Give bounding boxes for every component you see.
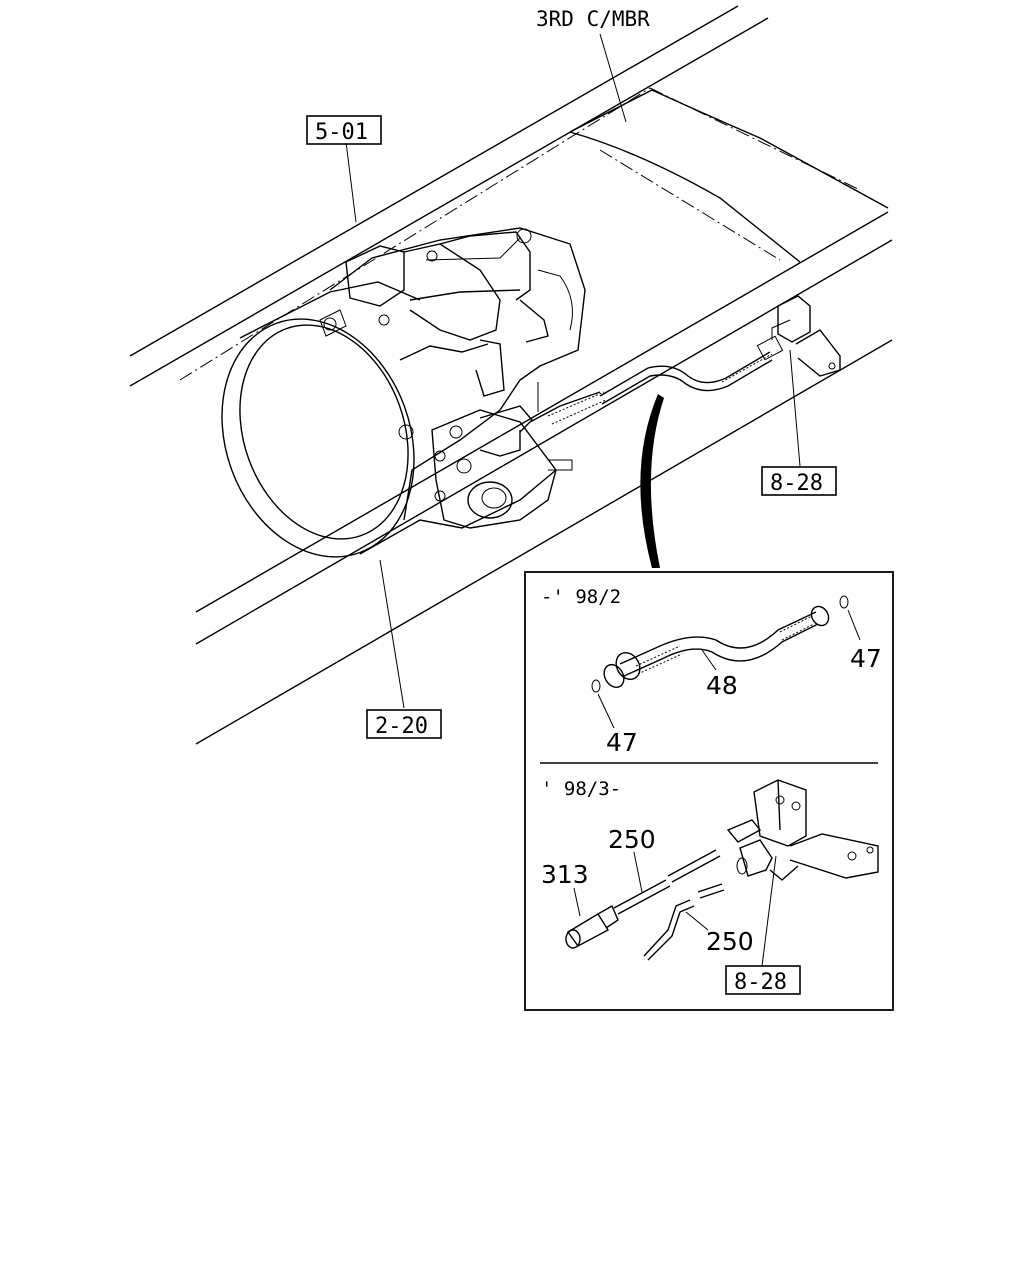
label-48: 48: [706, 671, 738, 700]
ref-box-8-28-main: 8-28: [761, 466, 837, 496]
ref-8-28-main-text: 8-28: [770, 471, 823, 496]
label-47-right: 47: [850, 644, 882, 673]
inset-early-period: -' 98/2: [541, 586, 621, 608]
transmission-assembly: [221, 227, 607, 558]
ref-box-2-20: 2-20: [366, 709, 442, 739]
ref-8-28-inset-text: 8-28: [734, 970, 787, 995]
label-313: 313: [541, 860, 589, 889]
hose-assembly: [599, 335, 784, 405]
inset-panel: -' 98/2 48 47 47 ' 98/3-: [524, 571, 894, 1011]
leader-8-28-inset: [761, 855, 777, 967]
frame-rails: [129, 5, 893, 745]
label-250-upper: 250: [608, 825, 656, 854]
fitting-313-drawing: [565, 887, 619, 949]
pipe-250-drawing: [613, 849, 725, 961]
ref-box-8-28-inset: 8-28: [725, 965, 801, 995]
valve-bracket: [771, 295, 841, 377]
label-47-left: 47: [606, 728, 638, 757]
cross-member: [569, 89, 889, 263]
ref-5-01-text: 5-01: [315, 120, 368, 145]
leader-lines: [345, 33, 801, 709]
inset-late-period: ' 98/3-: [541, 778, 621, 800]
label-250-lower: 250: [706, 927, 754, 956]
ref-2-20-text: 2-20: [375, 714, 428, 739]
valve-late-drawing: [726, 779, 879, 881]
inset-pointer: [640, 394, 664, 568]
frame-label: 3RD C/MBR: [536, 7, 650, 31]
hose-48-drawing: [591, 595, 861, 729]
ref-box-5-01: 5-01: [306, 115, 382, 145]
